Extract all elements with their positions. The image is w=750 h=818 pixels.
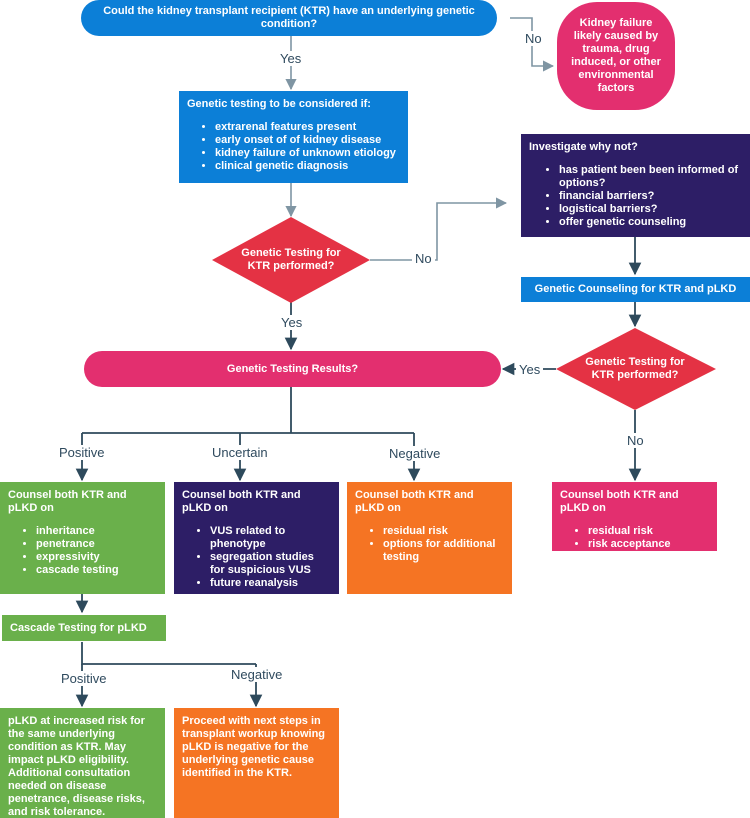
label-no-decision2: No <box>624 433 647 448</box>
investigate-list: has patient been been informed of option… <box>529 164 742 229</box>
list-item: residual risk <box>588 525 709 538</box>
decision1-text: Genetic Testing for KTR performed? <box>241 247 341 272</box>
list-item: residual risk <box>383 525 504 538</box>
arrow-decision1-to-investigate <box>370 197 508 261</box>
label-negative: Negative <box>386 446 444 461</box>
cascade-negative-box: Proceed with next steps in transplant wo… <box>174 708 339 818</box>
list-item: cascade testing <box>36 564 157 577</box>
decision-diamond-1 <box>212 217 370 303</box>
label-yes-decision2: Yes <box>516 362 544 377</box>
list-item: offer genetic counseling <box>559 216 742 229</box>
start-question-text: Could the kidney transplant recipient (K… <box>103 5 475 30</box>
positive-counsel-list: inheritance penetrance expressivity casc… <box>8 525 157 577</box>
list-item: expressivity <box>36 551 157 564</box>
consider-testing-list: extrarenal features present early onset … <box>187 121 400 173</box>
cascade-positive-box: pLKD at increased risk for the same unde… <box>0 708 165 818</box>
negative-counsel-title: Counsel both KTR and pLKD on <box>355 489 474 514</box>
genetic-counseling-text: Genetic Counseling for KTR and pLKD <box>534 283 737 295</box>
decision2-text: Genetic Testing for KTR performed? <box>585 356 685 381</box>
negative-counsel-list: residual risk options for additional tes… <box>355 525 504 564</box>
label-cascade-negative: Negative <box>228 667 286 682</box>
results-text: Genetic Testing Results? <box>226 362 359 375</box>
cascade-negative-text: Proceed with next steps in transplant wo… <box>182 715 326 779</box>
positive-counsel-box: Counsel both KTR and pLKD on inheritance… <box>0 482 165 594</box>
list-item: penetrance <box>36 538 157 551</box>
uncertain-counsel-title: Counsel both KTR and pLKD on <box>182 489 301 514</box>
connector-cascade-branch <box>81 642 256 665</box>
positive-counsel-title: Counsel both KTR and pLKD on <box>8 489 127 514</box>
label-cascade-positive: Positive <box>58 671 110 686</box>
cascade-positive-text: pLKD at increased risk for the same unde… <box>8 715 145 818</box>
list-item: has patient been been informed of option… <box>559 164 742 190</box>
no-testing-counsel-title: Counsel both KTR and pLKD on <box>560 489 679 514</box>
cascade-testing-node: Cascade Testing for pLKD <box>2 615 166 641</box>
investigate-box: Investigate why not? has patient been be… <box>521 134 750 237</box>
genetic-counseling-node: Genetic Counseling for KTR and pLKD <box>521 277 750 302</box>
environmental-cause-node: Kidney failure likely caused by trauma, … <box>557 2 675 110</box>
list-item: risk acceptance <box>588 538 709 551</box>
results-node: Genetic Testing Results? <box>84 351 501 387</box>
list-item: financial barriers? <box>559 190 742 203</box>
environmental-cause-text: Kidney failure likely caused by trauma, … <box>571 17 661 94</box>
investigate-title: Investigate why not? <box>529 141 638 153</box>
uncertain-counsel-box: Counsel both KTR and pLKD on VUS related… <box>174 482 339 594</box>
list-item: VUS related to phenotype <box>210 525 331 551</box>
consider-testing-title: Genetic testing to be considered if: <box>187 98 371 110</box>
label-no-environment: No <box>522 31 545 46</box>
list-item: clinical genetic diagnosis <box>215 160 400 173</box>
negative-counsel-box: Counsel both KTR and pLKD on residual ri… <box>347 482 512 594</box>
list-item: segregation studies for suspicious VUS <box>210 551 331 577</box>
label-yes-consider: Yes <box>277 51 305 66</box>
no-testing-counsel-list: residual risk risk acceptance <box>560 525 709 551</box>
consider-testing-box: Genetic testing to be considered if: ext… <box>179 91 408 183</box>
label-no-investigate: No <box>412 251 435 266</box>
label-positive: Positive <box>56 445 108 460</box>
no-testing-counsel-box: Counsel both KTR and pLKD on residual ri… <box>552 482 717 551</box>
label-uncertain: Uncertain <box>209 445 271 460</box>
decision-diamond-2 <box>556 328 716 410</box>
list-item: kidney failure of unknown etiology <box>215 147 400 160</box>
cascade-testing-text: Cascade Testing for pLKD <box>10 621 147 634</box>
list-item: inheritance <box>36 525 157 538</box>
list-item: future reanalysis <box>210 577 331 590</box>
label-yes-results: Yes <box>278 315 306 330</box>
list-item: early onset of of kidney disease <box>215 134 400 147</box>
list-item: extrarenal features present <box>215 121 400 134</box>
start-question: Could the kidney transplant recipient (K… <box>81 0 497 36</box>
uncertain-counsel-list: VUS related to phenotype segregation stu… <box>182 525 331 590</box>
list-item: options for additional testing <box>383 538 504 564</box>
list-item: logistical barriers? <box>559 203 742 216</box>
